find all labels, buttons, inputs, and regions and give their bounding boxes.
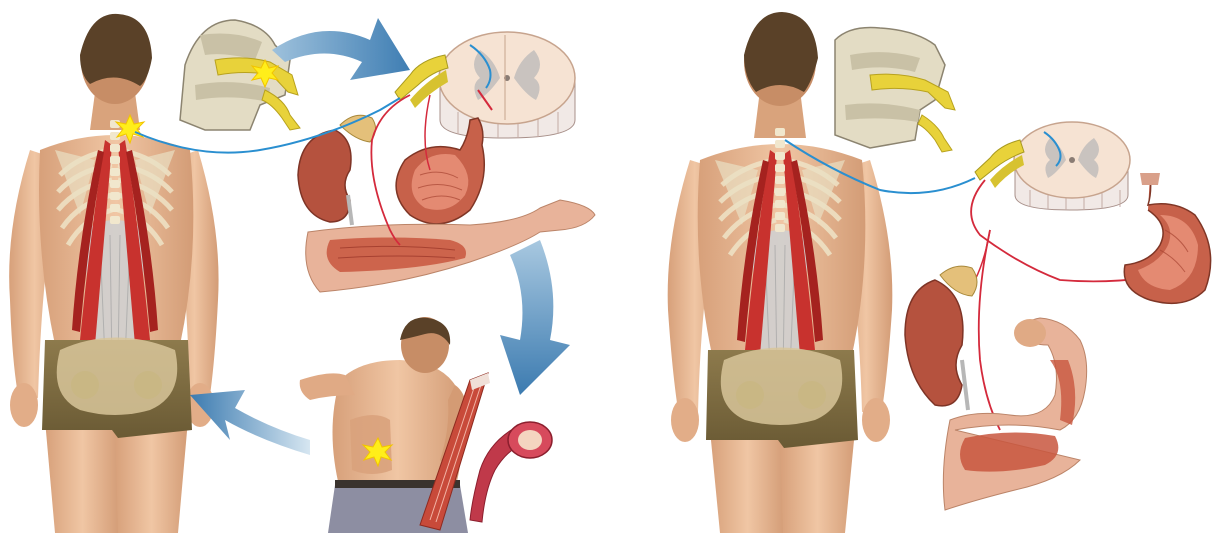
stomach-right [1124, 173, 1210, 303]
arrow-to-spinal-cord [272, 18, 410, 80]
spinal-cord-cross-section-right [975, 122, 1130, 210]
arrow-down-to-pain [500, 240, 570, 395]
kidney-left [298, 115, 376, 225]
right-panel-normal-function [668, 12, 1211, 533]
spinal-cord-cross-section-left [395, 32, 575, 138]
stomach-left [396, 118, 484, 224]
red-nerve-to-arm-right [979, 230, 1000, 430]
blood-vessel [470, 422, 552, 522]
vertebra-healthy [835, 28, 955, 153]
flexed-arm-right [943, 318, 1086, 510]
vertebra-pinched-nerve [180, 20, 300, 130]
kidney-right [905, 266, 977, 410]
left-panel-pain-cycle [9, 14, 595, 533]
